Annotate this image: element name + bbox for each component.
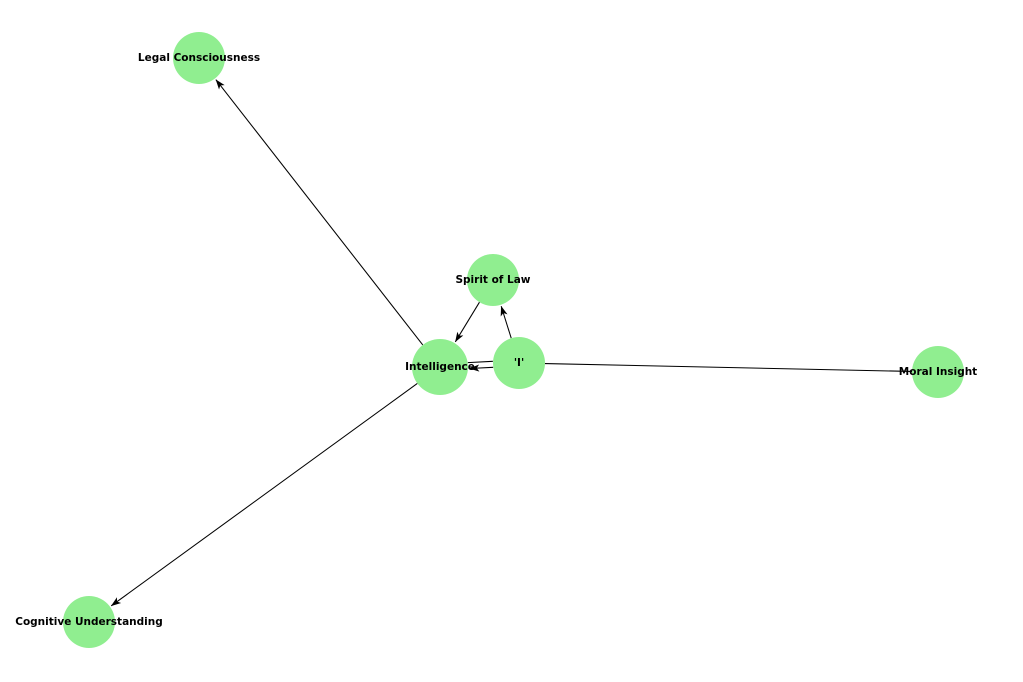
graph-node-spirit_of_law[interactable]: [467, 254, 519, 306]
graph-node-label-cognitive_understanding: Cognitive Understanding: [15, 616, 163, 628]
graph-node-label-spirit_of_law: Spirit of Law: [455, 274, 530, 286]
graph-edge-intelligence-to-cognitive_understanding: [110, 383, 418, 607]
graph-node-moral_insight[interactable]: [912, 346, 964, 398]
graph-node-legal_consciousness[interactable]: [173, 32, 225, 84]
graph-edge-spirit_of_law-to-intelligence: [454, 301, 480, 343]
graph-edge-intelligence-to-legal_consciousness: [215, 79, 424, 346]
node-layer: [63, 32, 964, 648]
graph-edge-i_self-to-intelligence: [467, 360, 493, 364]
graph-node-cognitive_understanding[interactable]: [63, 596, 115, 648]
graph-edge-i_self-to-moral_insight: [544, 363, 913, 372]
graph-node-label-intelligence: Intelligence: [405, 361, 475, 373]
graph-node-label-moral_insight: Moral Insight: [899, 366, 977, 378]
edge-layer: [110, 79, 913, 607]
graph-node-label-legal_consciousness: Legal Consciousness: [138, 52, 260, 64]
graph-node-intelligence[interactable]: [412, 339, 468, 395]
graph-edge-i_self-to-intelligence: [469, 364, 494, 372]
graph-node-i_self[interactable]: [493, 337, 545, 389]
graph-node-label-i_self: 'I': [514, 357, 524, 369]
graph-edge-i_self-to-spirit_of_law: [500, 305, 512, 339]
